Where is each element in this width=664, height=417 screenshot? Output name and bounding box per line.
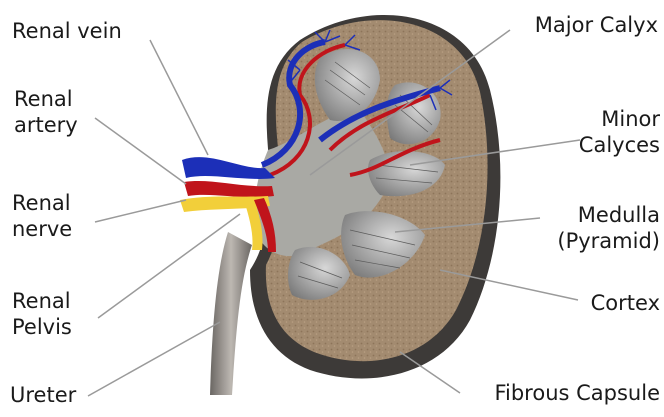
label-ureter: Ureter [10, 382, 76, 408]
label-medulla: Medulla (Pyramid) [557, 202, 660, 254]
label-renal-pelvis-line2: Pelvis [12, 314, 72, 340]
label-renal-artery-line1: Renal [14, 86, 78, 112]
ureter-tube [210, 232, 252, 395]
leader-ureter [88, 322, 220, 396]
label-minor-calyces: Minor Calyces [579, 106, 660, 158]
label-renal-artery: Renal artery [14, 86, 78, 138]
label-renal-nerve-line2: nerve [12, 216, 72, 242]
leader-renal-artery [95, 118, 186, 184]
label-medulla-line1: Medulla [557, 202, 660, 228]
label-medulla-line2: (Pyramid) [557, 228, 660, 254]
label-renal-pelvis-line1: Renal [12, 288, 72, 314]
label-renal-nerve-line1: Renal [12, 190, 72, 216]
leader-renal-nerve [95, 200, 186, 222]
label-renal-nerve: Renal nerve [12, 190, 72, 242]
renal-vein-shape [182, 157, 275, 179]
label-renal-pelvis: Renal Pelvis [12, 288, 72, 340]
label-cortex: Cortex [591, 290, 660, 316]
label-minor-calyces-line1: Minor [579, 106, 660, 132]
label-renal-artery-line2: artery [14, 112, 78, 138]
leader-renal-vein [150, 40, 208, 155]
label-fibrous-capsule: Fibrous Capsule [494, 380, 660, 406]
label-renal-vein: Renal vein [12, 18, 122, 44]
label-minor-calyces-line2: Calyces [579, 132, 660, 158]
label-major-calyx: Major Calyx [535, 12, 658, 38]
